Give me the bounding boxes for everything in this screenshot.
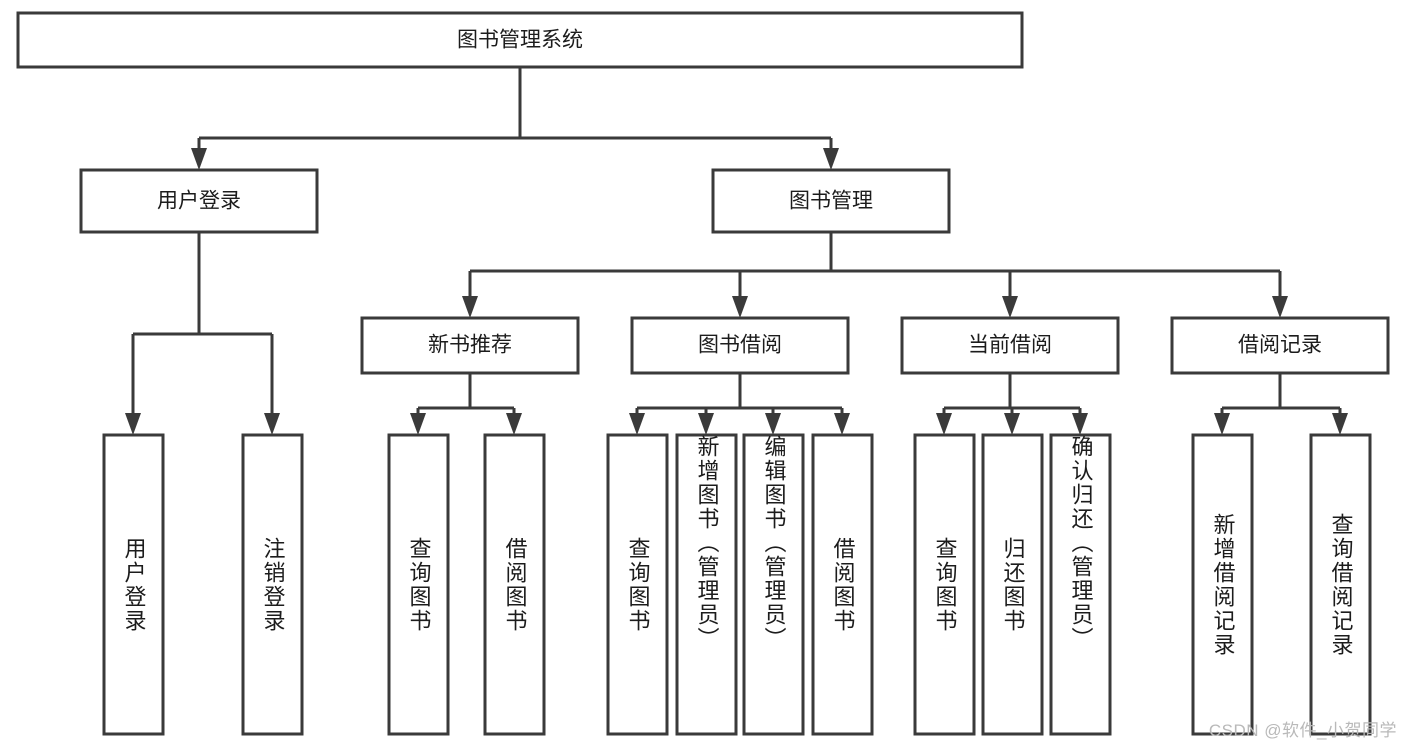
arrow-leaf-add-book [698, 413, 714, 435]
leaf-query-record-box[interactable] [1309, 433, 1372, 736]
arrow-leaf-borrow-book-1 [506, 413, 522, 435]
new-book-recommend-box[interactable] [360, 316, 580, 375]
arrow-leaf-query-book-2 [629, 413, 645, 435]
book-borrow-box[interactable] [630, 316, 850, 375]
connectors-book-management-to-level3 [462, 232, 1288, 318]
arrow-leaf-user-login [125, 413, 141, 435]
root-label: 图书管理系统 [457, 29, 583, 52]
leaf-query-book-1-box[interactable] [387, 433, 450, 736]
new-book-recommend-label: 新书推荐 [428, 334, 512, 357]
book-management-box[interactable] [711, 168, 951, 234]
arrow-leaf-query-book-1 [410, 413, 426, 435]
arrow-leaf-add-record [1214, 413, 1230, 435]
leaf-edit-book-box[interactable] [742, 433, 805, 736]
connectors-new-book-recommend-to-leaves [410, 373, 522, 435]
user-login-box[interactable] [79, 168, 319, 234]
node-current-borrow[interactable]: 当前借阅 [900, 316, 1120, 375]
csdn-watermark: CSDN @软件_小贺同学 [1208, 721, 1397, 740]
current-borrow-box[interactable] [900, 316, 1120, 375]
arrow-user-login [191, 148, 207, 170]
arrow-leaf-query-record [1332, 413, 1348, 435]
leaf-confirm-return-box[interactable] [1049, 433, 1112, 736]
arrow-leaf-borrow-book-2 [834, 413, 850, 435]
leaf-query-book-3-box[interactable] [913, 433, 976, 736]
leaf-query-book-2-box[interactable] [606, 433, 669, 736]
arrow-new-book-recommend [462, 296, 478, 318]
user-login-label: 用户登录 [157, 190, 241, 213]
connectors-root-to-level2 [191, 67, 839, 170]
connectors-current-borrow-to-leaves [936, 373, 1088, 435]
arrow-leaf-query-book-3 [936, 413, 952, 435]
leaf-add-record-box[interactable] [1191, 433, 1254, 736]
node-book-borrow[interactable]: 图书借阅 [630, 316, 850, 375]
connectors-borrow-record-to-leaves [1214, 373, 1348, 435]
arrow-borrow-record [1272, 296, 1288, 318]
leaf-borrow-book-2-box[interactable] [811, 433, 874, 736]
leaf-logout-login-box[interactable] [241, 433, 304, 736]
node-user-login[interactable]: 用户登录 [79, 168, 319, 234]
root-box[interactable] [16, 11, 1024, 69]
node-root[interactable]: 图书管理系统 [16, 11, 1024, 69]
arrow-leaf-return-book [1004, 413, 1020, 435]
arrow-leaf-logout-login [264, 413, 280, 435]
connectors-user-login-to-leaves [125, 232, 280, 435]
book-management-label: 图书管理 [789, 190, 873, 213]
leaf-user-login-box[interactable] [102, 433, 165, 736]
arrow-current-borrow [1002, 296, 1018, 318]
leaf-borrow-book-1-box[interactable] [483, 433, 546, 736]
arrow-book-management [823, 148, 839, 170]
connectors-book-borrow-to-leaves [629, 373, 850, 435]
node-borrow-record[interactable]: 借阅记录 [1170, 316, 1390, 375]
current-borrow-label: 当前借阅 [968, 334, 1052, 357]
leaf-return-book-box[interactable] [981, 433, 1044, 736]
arrow-leaf-confirm-return [1072, 413, 1088, 435]
leaf-boxes [102, 433, 1372, 736]
node-book-management[interactable]: 图书管理 [711, 168, 951, 234]
leaf-add-book-box[interactable] [675, 433, 738, 736]
borrow-record-label: 借阅记录 [1238, 334, 1322, 357]
node-new-book-recommend[interactable]: 新书推荐 [360, 316, 580, 375]
book-borrow-label: 图书借阅 [698, 334, 782, 357]
arrow-leaf-edit-book [765, 413, 781, 435]
borrow-record-box[interactable] [1170, 316, 1390, 375]
arrow-book-borrow [732, 296, 748, 318]
